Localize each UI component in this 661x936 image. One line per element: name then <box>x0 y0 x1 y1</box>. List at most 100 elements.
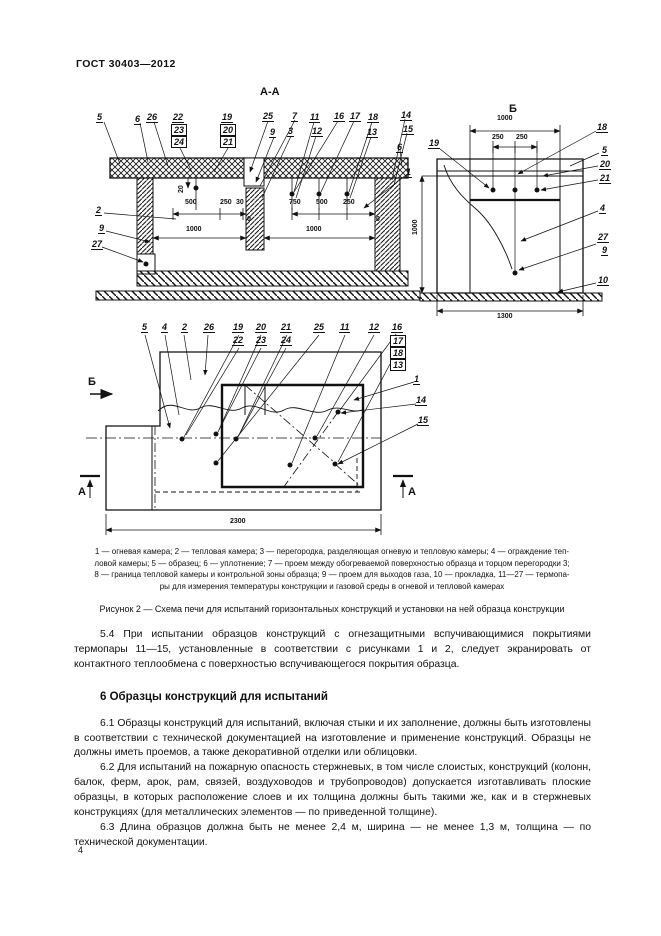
diagram-label: 5 <box>141 322 149 333</box>
diagram-label: 21 <box>220 136 237 148</box>
diagram-label: 0 <box>247 216 251 223</box>
diagram-label: 17 <box>390 335 407 347</box>
diagram-label: 10 <box>597 275 610 286</box>
diagram-label: 30 <box>236 199 244 206</box>
diagram-label: 19 <box>232 322 245 333</box>
legend-line: 8 — граница тепловой камеры и контрольно… <box>94 570 570 580</box>
diagram-label: 9 <box>601 245 609 256</box>
diagram-label: Б <box>509 103 517 115</box>
plan-centerlines <box>245 385 361 488</box>
diagram-label: 18 <box>596 122 609 133</box>
diagram-label: 3 <box>287 126 295 137</box>
diagram-label: 21 <box>599 173 612 184</box>
diagram-label: 9 <box>98 223 106 234</box>
paragraph-6-2: 6.2 Для испытаний на пожарную опасность … <box>74 762 591 819</box>
diagram-label: 250 <box>516 134 528 141</box>
diagram-label: А <box>78 486 86 498</box>
diagram-label: 1000 <box>497 115 513 122</box>
diagram-label: 4 <box>599 203 607 214</box>
diagram-label: 26 <box>146 112 159 123</box>
paragraph-5-4: 5.4 При испытании образцов конструкций с… <box>74 629 591 670</box>
diagram-label: А <box>408 486 416 498</box>
legend-line: ловой камеры; 5 — образец; 6 — уплотнени… <box>94 558 570 568</box>
legend-line: ры для измерения температуры конструкции… <box>159 581 505 591</box>
diagram-label: 250 <box>220 199 232 206</box>
diagram-label: 16 <box>333 111 346 122</box>
diagram-label: 15 <box>417 415 430 426</box>
diagram-label: 20 <box>220 124 237 136</box>
diagram-label: 24 <box>171 136 188 148</box>
diagram-label: 2 <box>181 322 189 333</box>
diagram-label: 11 <box>309 112 321 123</box>
diagram-label: 7 <box>291 111 299 122</box>
diagram-label: 17 <box>349 111 362 122</box>
diagram-label: 250 <box>492 134 504 141</box>
diagram-label: 2 <box>95 205 103 216</box>
diagram-label: 14 <box>415 395 428 406</box>
diagram-label: 15 <box>402 124 415 135</box>
diagram-label: 14 <box>400 110 413 121</box>
diagram-label: 13 <box>366 127 379 138</box>
diagram-label: 5 <box>96 112 104 123</box>
diagram-label: 1300 <box>497 313 513 320</box>
diagram-label: 24 <box>280 335 293 346</box>
diagram-label: 18 <box>367 112 380 123</box>
figure-legend: 1 — огневая камера; 2 — тепловая камера;… <box>70 546 594 592</box>
diagram-label: 6 <box>396 142 404 153</box>
diagram-label: 19 <box>428 138 441 149</box>
document-header: ГОСТ 30403—2012 <box>76 58 176 70</box>
diagram-label: 1 <box>413 374 421 385</box>
diagram-label: 19 <box>221 112 234 123</box>
diagram-label: 22 <box>172 112 185 123</box>
diagram-label: 1000 <box>306 226 322 233</box>
legend-line: 1 — огневая камера; 2 — тепловая камера;… <box>94 547 570 556</box>
diagram-label: 5 <box>601 145 609 156</box>
diagram-label: 20 <box>178 185 185 193</box>
diagram-label: 25 <box>262 111 275 122</box>
plan-leader-lines <box>145 334 418 464</box>
diagram-label: 23 <box>171 124 188 136</box>
diagram-label: 4 <box>161 322 169 333</box>
diagram-label: 500 <box>316 199 328 206</box>
view-plan-drawing <box>78 318 482 550</box>
view-b-drawing <box>419 103 661 333</box>
aa-leader-lines <box>102 119 407 263</box>
diagram-label: 500 <box>185 199 197 206</box>
diagram-label: 25 <box>313 322 326 333</box>
diagram-label: 11 <box>339 322 351 333</box>
page-number: 4 <box>78 845 84 855</box>
diagram-label: А-А <box>260 86 280 98</box>
diagram-label: 23 <box>255 335 268 346</box>
diagram-label: 18 <box>390 347 407 359</box>
diagram-label: 20 <box>255 322 268 333</box>
figure-caption: Рисунок 2 — Схема печи для испытаний гор… <box>99 604 565 614</box>
diagram-label: 16 <box>391 322 404 333</box>
paragraph-6-3: 6.3 Длина образцов должна быть не менее … <box>74 821 591 848</box>
section-6-heading: 6 Образцы конструкций для испытаний <box>100 690 328 703</box>
view-aa-drawing <box>88 86 428 320</box>
diagram-label: 27 <box>597 232 610 243</box>
diagram-label: 21 <box>280 322 293 333</box>
diagram-label: 250 <box>343 199 355 206</box>
b-leader-lines <box>440 131 599 294</box>
diagram-label: 12 <box>368 322 381 333</box>
view-b-panel: Б 19 18 5 20 21 4 27 9 10 1000 250 250 1300 1000 <box>408 103 661 333</box>
diagram-label: 12 <box>311 126 324 137</box>
diagram-label: 1000 <box>186 226 202 233</box>
diagram-label: 22 <box>232 335 245 346</box>
diagram-label: Б <box>88 376 96 388</box>
diagram-label: 9 <box>269 127 277 138</box>
diagram-label: 6 <box>134 114 142 125</box>
diagram-label: 750 <box>289 199 301 206</box>
diagram-label: 1000 <box>412 219 419 235</box>
diagram-label: 27 <box>91 239 104 250</box>
diagram-label: 0 <box>376 216 380 223</box>
diagram-label: 20 <box>599 159 612 170</box>
diagram-label: 1 <box>405 167 413 178</box>
paragraph-6-1: 6.1 Образцы конструкций для испытаний, в… <box>74 717 591 759</box>
body-text: 5.4 При испытании образцов конструкций с… <box>74 628 591 851</box>
diagram-label: 13 <box>390 359 407 371</box>
